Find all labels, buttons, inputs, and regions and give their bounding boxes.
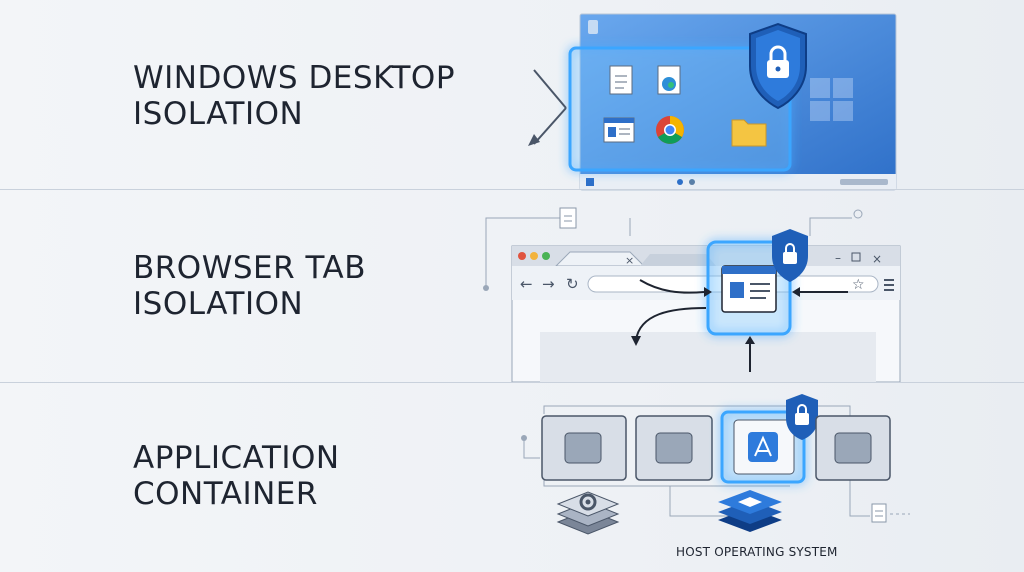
star-icon: ☆: [852, 277, 865, 293]
gear-stack-icon: [556, 491, 620, 535]
section-title-desktop: WINDOWS DESKTOP ISOLATION: [133, 60, 455, 132]
desktop-illustration: [528, 13, 897, 191]
edge-icon: [657, 65, 681, 95]
tray-icons: [840, 179, 888, 185]
host-os-label: HOST OPERATING SYSTEM: [676, 545, 838, 559]
app-store-icon: [748, 432, 778, 462]
title-line-1: BROWSER TAB: [133, 250, 367, 286]
tab: [640, 254, 716, 266]
refresh-icon: ↻: [566, 275, 579, 293]
edge-icon: [677, 179, 683, 185]
document-icon: [559, 207, 577, 229]
arrow-in-left: [639, 279, 705, 294]
document-icon: [609, 65, 633, 95]
container-illustration: [521, 394, 910, 535]
window-icon: [721, 265, 777, 313]
windows-logo-icon: [810, 78, 853, 121]
section-title-browser: BROWSER TAB ISOLATION: [133, 250, 366, 322]
lock-shield-icon: [772, 229, 808, 282]
title-line-2: ISOLATION: [133, 286, 304, 322]
tab-close-icon: ×: [625, 254, 634, 267]
taskbar-icon: [689, 179, 695, 185]
lock-shield-icon: [786, 394, 818, 440]
title-line-1: WINDOWS DESKTOP: [133, 60, 456, 96]
start-icon: [586, 178, 594, 186]
window-close-icon: ×: [872, 252, 882, 266]
window-icon: [603, 117, 635, 143]
folder-icon: [731, 119, 767, 147]
close-dot: [518, 252, 526, 260]
page-content: [540, 332, 876, 382]
title-line-1: APPLICATION: [133, 440, 340, 476]
divider-2: [0, 382, 1024, 383]
arrow-in: [533, 69, 567, 109]
divider-1: [0, 189, 1024, 190]
title-line-2: CONTAINER: [133, 476, 318, 512]
title-line-2: ISOLATION: [133, 96, 304, 132]
layers-stack-icon: [718, 490, 782, 532]
browser-illustration: × – × ← → ↻ ☆: [483, 207, 901, 383]
arrow-out: [533, 107, 567, 145]
section-title-app: APPLICATION CONTAINER: [133, 440, 340, 512]
maximize-dot: [542, 252, 550, 260]
lock-shield-icon: [749, 22, 807, 110]
taskbar: [580, 174, 896, 190]
window-minimize-icon: –: [835, 251, 841, 265]
menu-icon: [884, 279, 894, 291]
arrow-out-left: [635, 307, 707, 341]
back-icon: ←: [520, 275, 533, 293]
minimize-dot: [530, 252, 538, 260]
chrome-icon: [656, 116, 684, 144]
recycle-bin-icon: [588, 20, 598, 34]
forward-icon: →: [542, 275, 555, 293]
window-maximize-icon: [851, 252, 861, 262]
document-icon: [871, 503, 887, 523]
